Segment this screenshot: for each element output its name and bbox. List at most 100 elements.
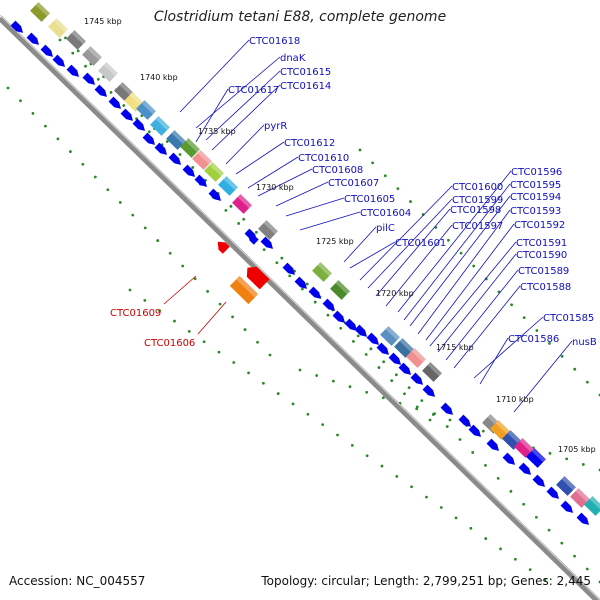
gene-label[interactable]: CTC01597 — [452, 221, 503, 232]
gene-feature — [514, 438, 534, 458]
tick-dot — [288, 274, 292, 278]
tick-dot — [381, 396, 385, 400]
tick-dot — [425, 495, 428, 499]
tick-dot — [168, 251, 172, 255]
tick-dot — [369, 347, 373, 351]
gene-label[interactable]: CTC01589 — [518, 266, 569, 277]
tick-dot — [509, 489, 513, 493]
tick-dot — [275, 261, 279, 265]
gene-label[interactable]: CTC01617 — [228, 85, 279, 96]
tick-dot — [56, 137, 60, 141]
tick-dot — [382, 360, 386, 364]
tick-dot — [528, 568, 532, 572]
gene-feature — [166, 130, 186, 150]
gene-label[interactable]: CTC01591 — [516, 238, 567, 249]
tick-dot — [403, 392, 406, 396]
map-title: Clostridium tetani E88, complete genome — [153, 9, 447, 25]
gene-label[interactable]: CTC01607 — [328, 178, 379, 189]
gene-label[interactable]: CTC01605 — [344, 194, 395, 205]
gene-feature — [422, 362, 442, 382]
tick-dot — [84, 64, 87, 68]
gene-label[interactable]: dnaK — [280, 53, 306, 64]
gene-feature — [576, 512, 590, 525]
gene-label[interactable]: CTC01598 — [450, 205, 501, 216]
tick-dot — [365, 390, 369, 394]
label-leader-line — [385, 224, 453, 307]
gene-label[interactable]: CTC01610 — [298, 153, 349, 164]
gene-label[interactable]: CTC01593 — [510, 206, 561, 217]
label-leader-line — [403, 183, 511, 321]
label-leader-line — [163, 275, 197, 305]
gene-label[interactable]: CTC01599 — [452, 195, 503, 206]
tick-dot — [484, 464, 487, 467]
gene-feature — [132, 118, 146, 131]
gene-label[interactable]: CTC01612 — [284, 138, 335, 149]
gene-label[interactable]: CTC01585 — [543, 313, 594, 324]
gene-label[interactable]: CTC01606 — [144, 338, 195, 349]
tick-dot — [407, 386, 411, 390]
tick-dot — [262, 248, 266, 252]
tick-dot — [573, 554, 576, 558]
tick-dot — [71, 51, 75, 55]
gene-label[interactable]: CTC01609 — [110, 308, 161, 319]
tick-dot — [206, 290, 210, 293]
gene-feature — [194, 174, 208, 187]
tick-dot — [143, 298, 147, 302]
gene-feature — [192, 150, 212, 170]
gene-label[interactable]: pilC — [376, 223, 395, 234]
label-leader-line — [205, 70, 281, 141]
gene-feature — [94, 84, 108, 97]
tick-dot — [315, 374, 319, 377]
tick-dot — [348, 385, 352, 389]
tick-dot — [224, 208, 228, 212]
tick-dot — [280, 256, 284, 260]
gene-label[interactable]: CTC01586 — [508, 334, 559, 345]
tick-dot — [396, 187, 400, 191]
gene-feature — [247, 233, 259, 245]
scale-tick-label: 1745 kbp — [84, 17, 122, 26]
gene-label[interactable]: CTC01595 — [510, 180, 561, 191]
tick-dot — [143, 226, 147, 230]
tick-dot — [431, 413, 435, 416]
gene-feature — [229, 275, 259, 305]
tick-dot — [193, 277, 197, 281]
tick-dot — [371, 161, 375, 165]
gene-label[interactable]: CTC01588 — [520, 282, 571, 293]
tick-dot — [560, 354, 564, 358]
gene-label[interactable]: CTC01592 — [514, 220, 565, 231]
tick-dot — [232, 361, 236, 364]
gene-label[interactable]: pyrR — [264, 121, 287, 132]
gene-label[interactable]: CTC01608 — [312, 165, 363, 176]
tick-dot — [535, 329, 539, 332]
gene-label[interactable]: CTC01615 — [280, 67, 331, 78]
tick-dot — [534, 515, 538, 519]
tick-dot — [178, 153, 182, 156]
label-leader-line — [225, 124, 265, 165]
scale-tick-label: 1715 kbp — [436, 343, 474, 352]
gene-label[interactable]: CTC01614 — [280, 81, 331, 92]
tick-dot — [573, 367, 577, 371]
tick-dot — [394, 373, 398, 377]
gene-label[interactable]: CTC01596 — [511, 167, 562, 178]
gene-label[interactable]: CTC01594 — [510, 192, 561, 203]
tick-dot — [301, 287, 304, 291]
tick-dot — [458, 438, 462, 441]
gene-feature — [312, 262, 332, 282]
gene-label[interactable]: CTC01618 — [249, 36, 300, 47]
tick-dot — [254, 230, 258, 234]
gene-label[interactable]: nusB — [572, 337, 597, 348]
gene-feature — [422, 384, 436, 397]
gene-feature — [308, 286, 322, 299]
gene-label[interactable]: CTC01604 — [360, 208, 411, 219]
label-leader-line — [513, 340, 573, 413]
tick-dot — [106, 188, 110, 192]
label-leader-line — [195, 88, 229, 143]
tick-dot — [410, 485, 414, 489]
gene-label[interactable]: CTC01601 — [395, 238, 446, 249]
gene-label[interactable]: CTC01590 — [516, 250, 567, 261]
gene-label[interactable]: CTC01600 — [452, 182, 503, 193]
tick-dot — [420, 399, 424, 403]
